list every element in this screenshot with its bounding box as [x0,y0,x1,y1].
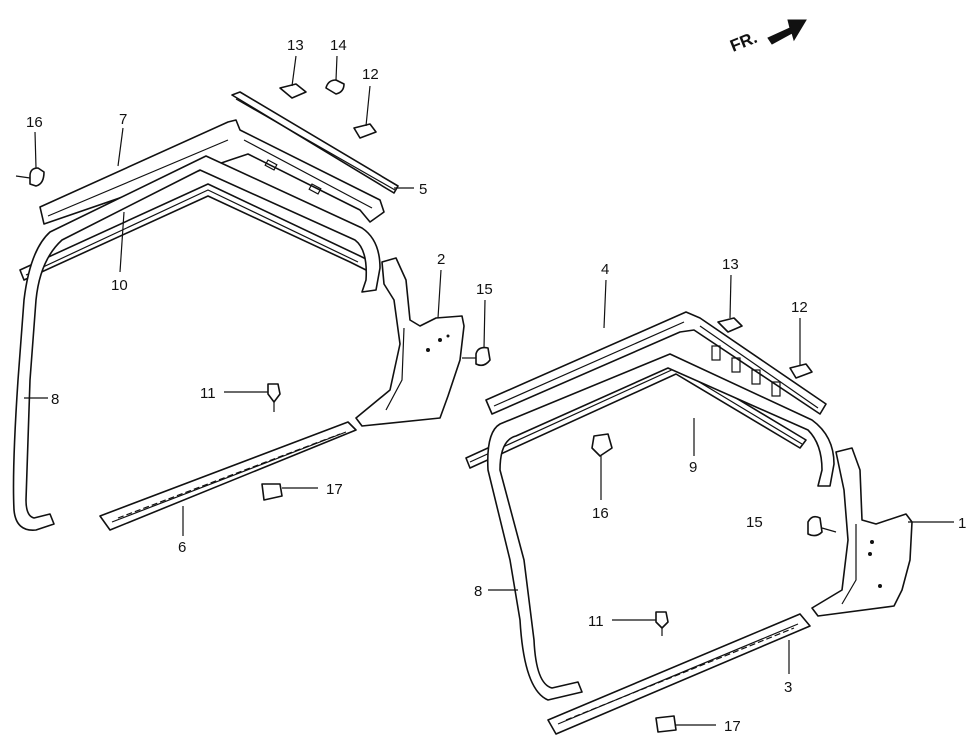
callout-13-right: 13 [722,256,739,273]
callout-17-right: 17 [724,718,741,735]
part-8-left-opening-trim [12,155,381,531]
callout-1: 1 [958,515,966,532]
callout-10: 10 [111,277,128,294]
part-17-grommet-right [655,715,677,733]
callout-5: 5 [419,181,427,198]
callout-4: 4 [601,261,609,278]
callout-16-left: 16 [26,114,43,131]
callout-2: 2 [437,251,445,268]
callout-12-right: 12 [791,299,808,316]
part-15-screw-right [807,515,837,537]
part-16-clip-mid [591,433,613,457]
part-1-pillar-trim [811,447,913,617]
callout-3: 3 [784,679,792,696]
callout-11-right: 11 [588,613,604,630]
callout-11-left: 11 [200,385,216,402]
part-16-screw-left [15,167,45,187]
part-3-sill-plate [547,613,811,735]
part-12-clip-top [353,123,377,139]
part-17-grommet-left [261,483,283,501]
callout-13-top: 13 [287,37,304,54]
part-6-sill-plate [99,421,357,531]
part-13-clip-right [717,317,743,333]
part-2-pillar-trim [355,257,465,427]
callout-8-right: 8 [474,583,482,600]
callout-15-right: 15 [746,514,763,531]
part-11-clip-right [655,611,669,636]
callout-6: 6 [178,539,186,556]
callout-7: 7 [119,111,127,128]
leader-lines [24,55,954,726]
front-direction-label: FR. [727,28,760,56]
part-13-clip-top [279,83,307,99]
arrow-right-icon [767,19,807,45]
callout-labels: 13 14 12 16 7 5 10 2 15 8 11 17 6 4 13 1… [26,37,966,735]
callout-9: 9 [689,459,697,476]
callout-12-top: 12 [362,66,379,83]
callout-14: 14 [330,37,347,54]
part-14-clip-top [325,79,345,95]
part-11-clip-left [267,383,281,412]
part-8-right-opening-trim [486,353,835,701]
part-12-clip-right [789,363,813,379]
part-15-screw-left [462,346,491,367]
part-5-roof-strip [231,91,399,194]
part-4-roof-trim [485,311,827,415]
callout-17-left: 17 [326,481,343,498]
callout-16-mid: 16 [592,505,609,522]
callout-15-left: 15 [476,281,493,298]
front-direction-marker: FR. [727,19,807,56]
callout-8-left: 8 [51,391,59,408]
